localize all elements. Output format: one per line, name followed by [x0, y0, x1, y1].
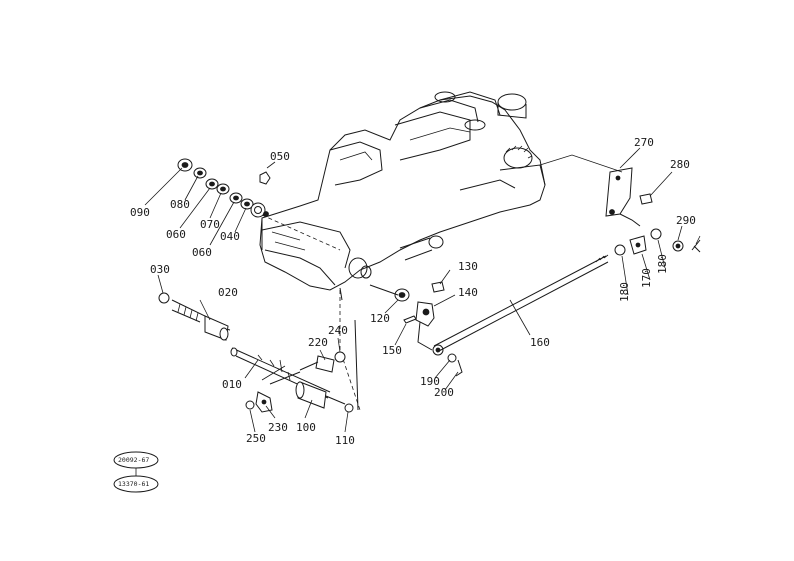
washer-180a — [614, 244, 626, 256]
lever-240 — [315, 355, 335, 373]
label-110: 110 — [335, 434, 355, 447]
label-180a: 180 — [618, 282, 631, 302]
label-030: 030 — [150, 263, 170, 276]
label-070: 070 — [200, 218, 220, 231]
label-270: 250 — [246, 432, 266, 445]
label-120: 120 — [370, 312, 390, 325]
label-280: 290 — [676, 214, 696, 227]
label-260: 240 — [328, 324, 348, 337]
bolt-230 — [639, 193, 653, 205]
nut-260 — [334, 351, 346, 363]
cotter-pin-290 — [691, 239, 701, 253]
label-190: 190 — [420, 375, 440, 388]
center-linkage — [369, 281, 463, 377]
stamp-top-text: 20092-67 — [118, 456, 149, 464]
label-180b: 180 — [656, 254, 669, 274]
label-020: 020 — [218, 286, 238, 299]
label-240: 220 — [308, 336, 328, 349]
cotter-pin-200 — [455, 359, 463, 377]
o-ring-030 — [158, 292, 170, 304]
shift-shaft-assembly — [158, 292, 354, 413]
bracket-220 — [605, 167, 633, 217]
part-labels: 090 080 060 070 060 040 050 030 020 010 … — [130, 136, 696, 447]
label-150: 150 — [382, 344, 402, 357]
transmission-housing — [259, 91, 546, 411]
label-100: 100 — [296, 421, 316, 434]
right-bracket-assembly — [539, 154, 701, 256]
label-080: 080 — [170, 198, 190, 211]
catalog-stamps: 20092-67 13370-61 — [113, 451, 159, 493]
label-010: 010 — [222, 378, 242, 391]
label-230: 280 — [670, 158, 690, 171]
oil-seal — [250, 202, 266, 218]
label-090: 090 — [130, 206, 150, 219]
bolt-270 — [245, 400, 255, 410]
key-050 — [259, 171, 271, 185]
label-040: 040 — [220, 230, 240, 243]
leader-lines — [144, 147, 701, 433]
label-060a: 060 — [166, 228, 186, 241]
label-130: 130 — [458, 260, 478, 273]
label-050: 050 — [270, 150, 290, 163]
pin-150 — [403, 315, 417, 324]
bolt-130 — [431, 281, 445, 293]
washer-180b — [650, 228, 662, 240]
label-220: 270 — [634, 136, 654, 149]
label-200: 200 — [434, 386, 454, 399]
label-170: 170 — [640, 268, 653, 288]
label-140: 140 — [458, 286, 478, 299]
label-160: 160 — [530, 336, 550, 349]
label-250: 230 — [268, 421, 288, 434]
ring-110 — [344, 403, 354, 413]
label-060b: 060 — [192, 246, 212, 259]
stamp-bottom-text: 13370-61 — [118, 480, 149, 488]
rod-160 — [433, 254, 609, 353]
